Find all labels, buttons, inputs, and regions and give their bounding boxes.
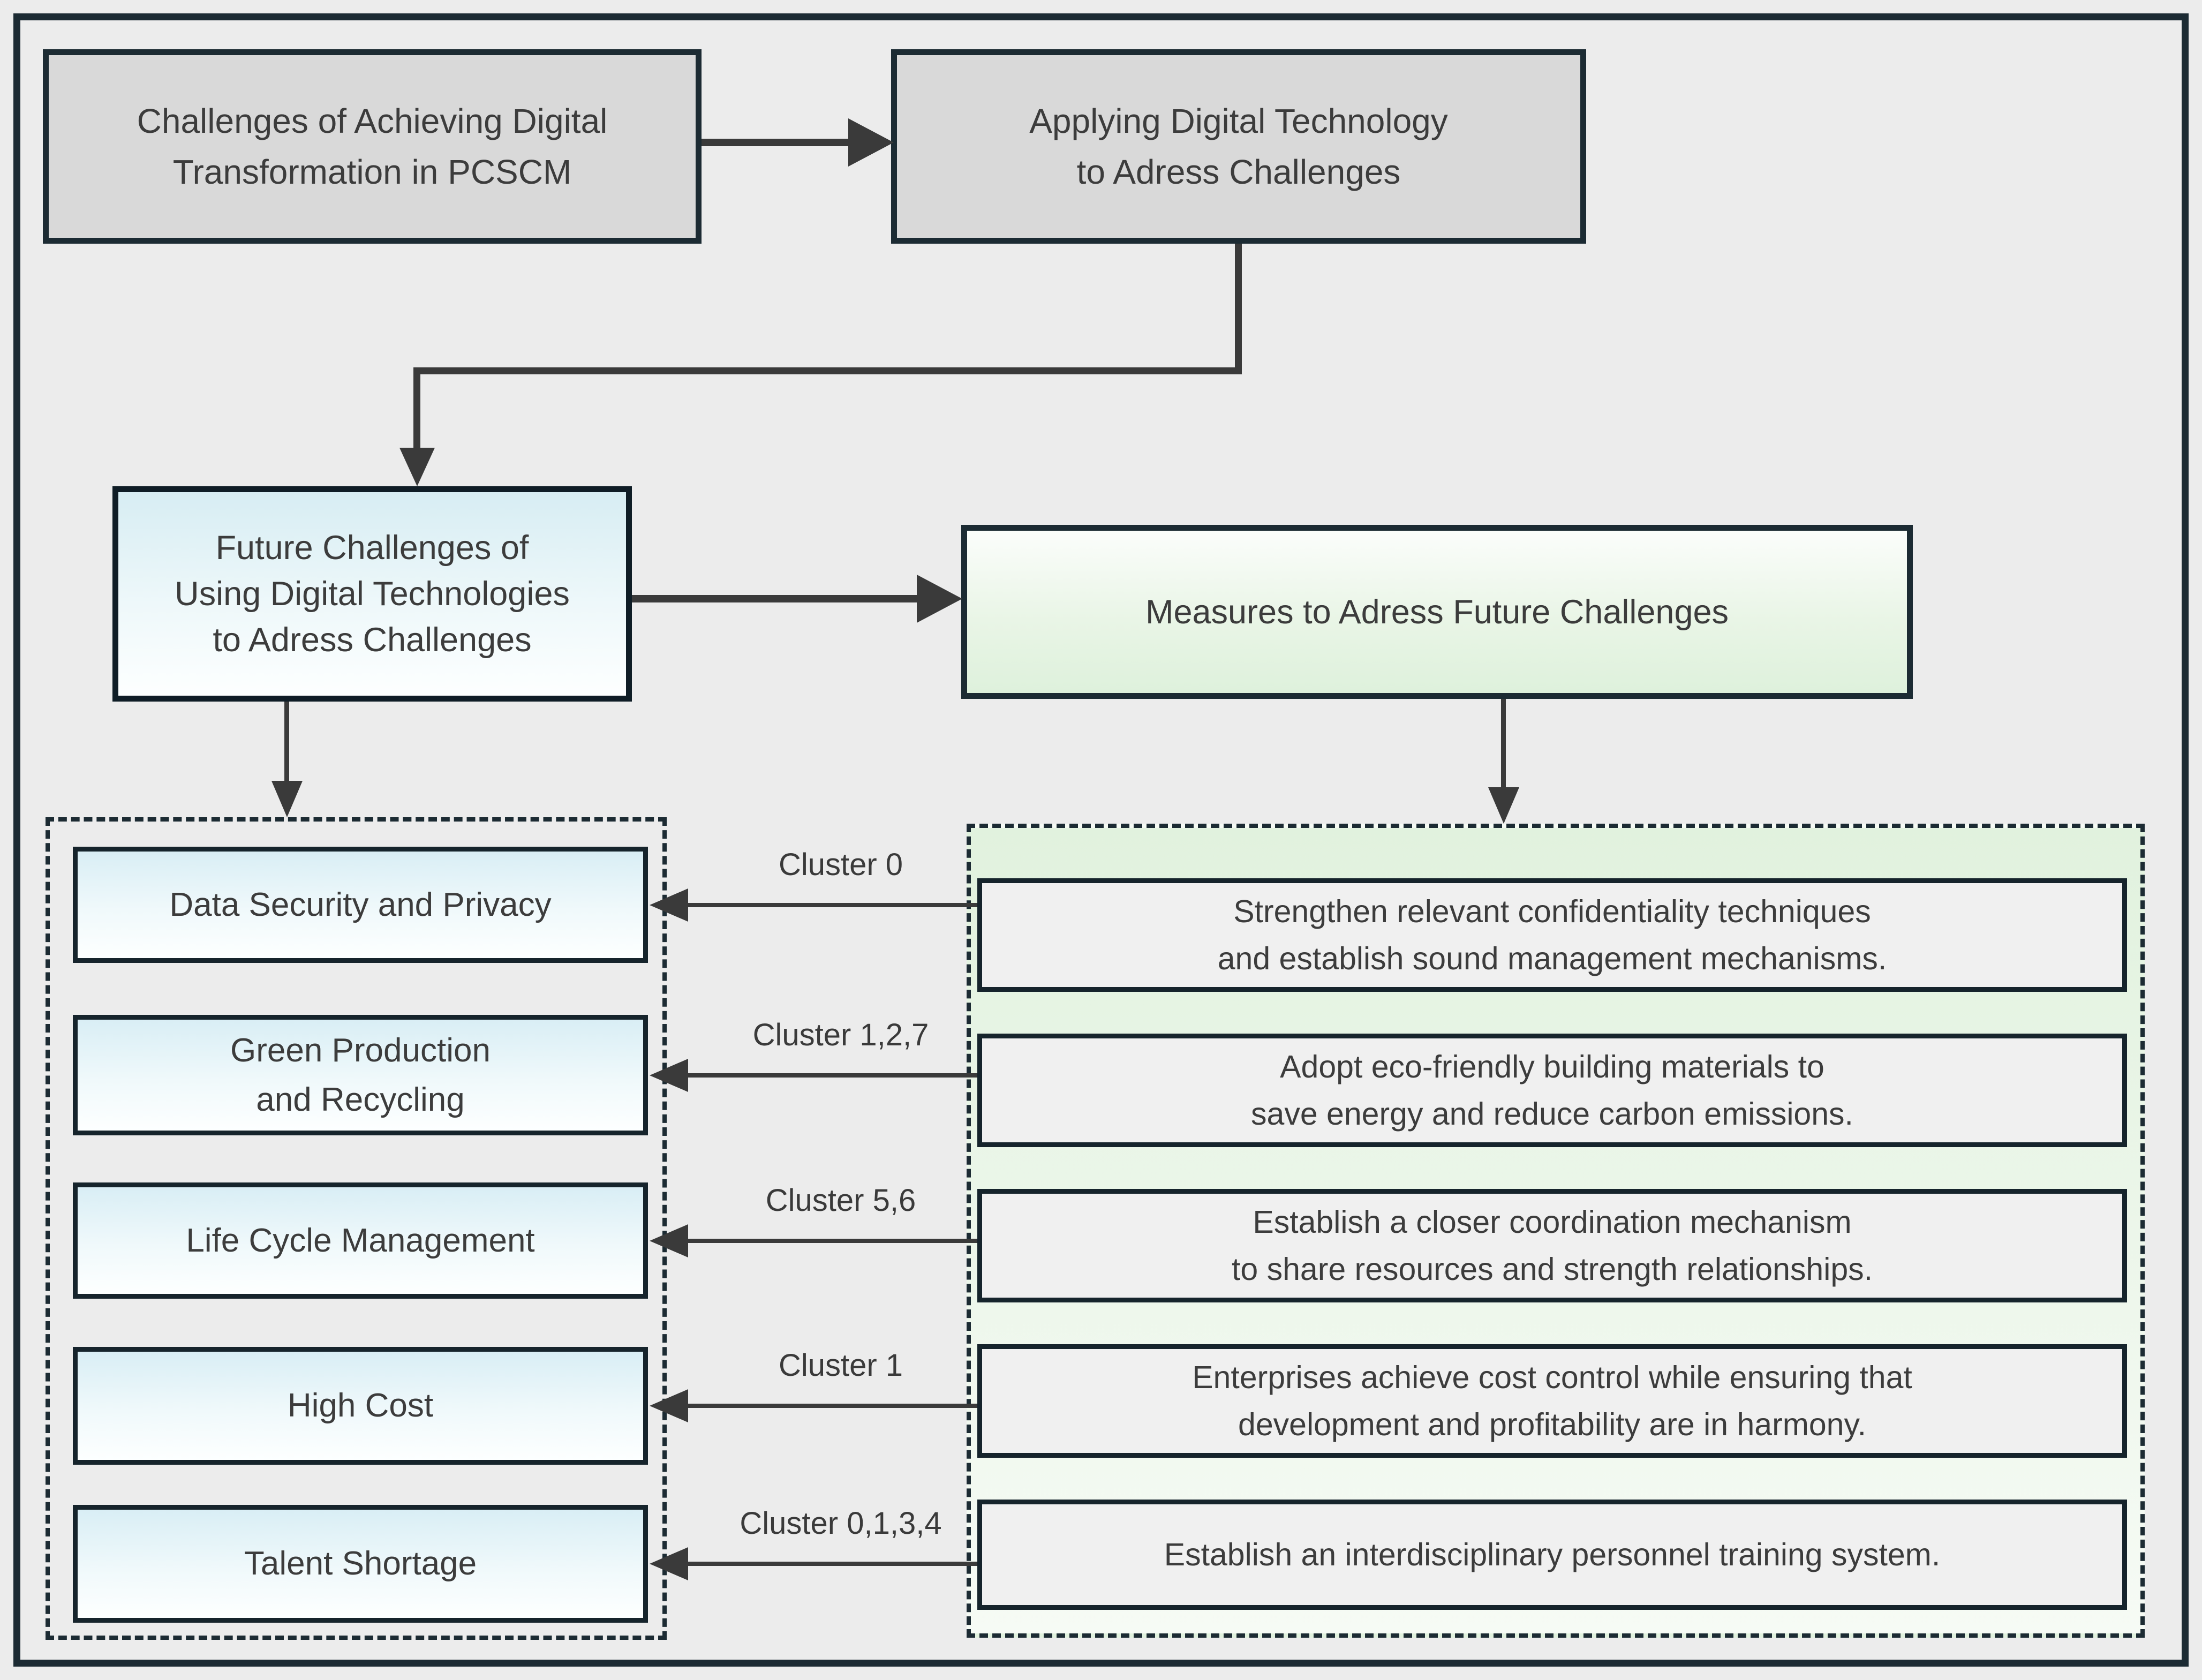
- connector-applying-to-future-vertical2: [413, 367, 420, 449]
- challenge-item-label: High Cost: [287, 1387, 434, 1424]
- measure-item-label: save energy and reduce carbon emissions.: [1251, 1096, 1853, 1132]
- cluster-label-1: Cluster 1,2,7: [627, 1016, 1055, 1054]
- diagram-frame: [13, 13, 2189, 1667]
- arrow-challenges-to-applying-head: [848, 118, 894, 167]
- challenge-item-label: Talent Shortage: [244, 1545, 477, 1582]
- box-future-challenges-line: Future Challenges of: [215, 529, 529, 567]
- arrow-measures-to-measure-group-shaft: [1501, 699, 1506, 788]
- measure-item-label: Establish a closer coordination mechanis…: [1253, 1204, 1852, 1240]
- measure-item-cost-control: Enterprises achieve cost control while e…: [977, 1344, 2127, 1458]
- box-applying-digital-tech-line: to Adress Challenges: [1076, 152, 1401, 191]
- measure-item-label: and establish sound management mechanism…: [1217, 941, 1887, 976]
- cluster-label-text: Cluster 0: [778, 847, 903, 882]
- cluster-arrow-1-shaft: [684, 1073, 977, 1078]
- challenge-item-label: Green Production: [230, 1031, 491, 1069]
- box-challenges-pcscm: Challenges of Achieving Digital Transfor…: [43, 49, 702, 244]
- measure-item-label: Strengthen relevant confidentiality tech…: [1233, 894, 1871, 929]
- challenge-item-label: Data Security and Privacy: [169, 886, 552, 923]
- cluster-arrow-2-head: [650, 1224, 688, 1257]
- arrow-future-to-challenge-group-head: [272, 781, 303, 817]
- challenge-item-talent-shortage: Talent Shortage: [73, 1505, 648, 1623]
- arrow-future-to-challenge-group-shaft: [284, 702, 289, 783]
- challenge-item-high-cost: High Cost: [73, 1347, 648, 1465]
- cluster-arrow-3-shaft: [684, 1404, 977, 1408]
- arrow-challenges-to-applying-shaft: [702, 139, 851, 146]
- arrow-future-to-measures-shaft: [632, 595, 924, 602]
- measure-item-label: Establish an interdisciplinary personnel…: [1164, 1537, 1941, 1572]
- challenge-item-life-cycle: Life Cycle Management: [73, 1182, 648, 1299]
- arrow-measures-to-measure-group-head: [1488, 787, 1519, 824]
- cluster-arrow-2-shaft: [684, 1239, 977, 1243]
- cluster-label-4: Cluster 0,1,3,4: [627, 1505, 1055, 1542]
- challenge-item-label: and Recycling: [256, 1081, 465, 1118]
- cluster-label-text: Cluster 1: [778, 1348, 903, 1383]
- measure-item-coordination: Establish a closer coordination mechanis…: [977, 1189, 2127, 1302]
- arrow-future-to-measures-head: [917, 575, 962, 623]
- measure-item-label: Enterprises achieve cost control while e…: [1192, 1360, 1912, 1395]
- box-future-challenges: Future Challenges of Using Digital Techn…: [112, 486, 632, 702]
- box-measures: Measures to Adress Future Challenges: [961, 525, 1913, 699]
- box-applying-digital-tech: Applying Digital Technology to Adress Ch…: [891, 49, 1586, 244]
- box-challenges-pcscm-line: Transformation in PCSCM: [172, 152, 572, 191]
- box-measures-label: Measures to Adress Future Challenges: [1145, 593, 1729, 631]
- cluster-arrow-3-head: [650, 1389, 688, 1422]
- cluster-label-3: Cluster 1: [627, 1347, 1055, 1384]
- challenge-item-green-production: Green Production and Recycling: [73, 1015, 648, 1135]
- cluster-arrow-4-shaft: [684, 1562, 977, 1566]
- measure-item-confidentiality: Strengthen relevant confidentiality tech…: [977, 878, 2127, 992]
- cluster-label-text: Cluster 1,2,7: [752, 1018, 929, 1052]
- measure-item-label: to share resources and strength relation…: [1231, 1252, 1873, 1287]
- challenge-item-data-security: Data Security and Privacy: [73, 847, 648, 963]
- measure-item-label: development and profitability are in har…: [1238, 1407, 1866, 1442]
- cluster-label-0: Cluster 0: [627, 846, 1055, 884]
- measure-item-training-system: Establish an interdisciplinary personnel…: [977, 1500, 2127, 1610]
- cluster-arrow-4-head: [650, 1547, 688, 1580]
- connector-applying-to-future-vertical1: [1235, 244, 1242, 374]
- connector-applying-to-future-head: [399, 448, 435, 486]
- box-challenges-pcscm-line: Challenges of Achieving Digital: [137, 101, 608, 140]
- connector-applying-to-future-horizontal: [413, 367, 1242, 374]
- cluster-label-text: Cluster 0,1,3,4: [740, 1506, 942, 1541]
- cluster-label-2: Cluster 5,6: [627, 1182, 1055, 1219]
- box-future-challenges-line: to Adress Challenges: [213, 621, 532, 659]
- cluster-arrow-0-shaft: [684, 903, 977, 907]
- cluster-arrow-1-head: [650, 1059, 688, 1092]
- cluster-label-text: Cluster 5,6: [765, 1183, 916, 1218]
- measure-item-label: Adopt eco-friendly building materials to: [1280, 1049, 1824, 1084]
- measure-item-eco-materials: Adopt eco-friendly building materials to…: [977, 1034, 2127, 1147]
- challenge-item-label: Life Cycle Management: [186, 1222, 535, 1259]
- box-applying-digital-tech-line: Applying Digital Technology: [1029, 101, 1448, 140]
- box-future-challenges-line: Using Digital Technologies: [175, 575, 570, 613]
- cluster-arrow-0-head: [650, 888, 688, 922]
